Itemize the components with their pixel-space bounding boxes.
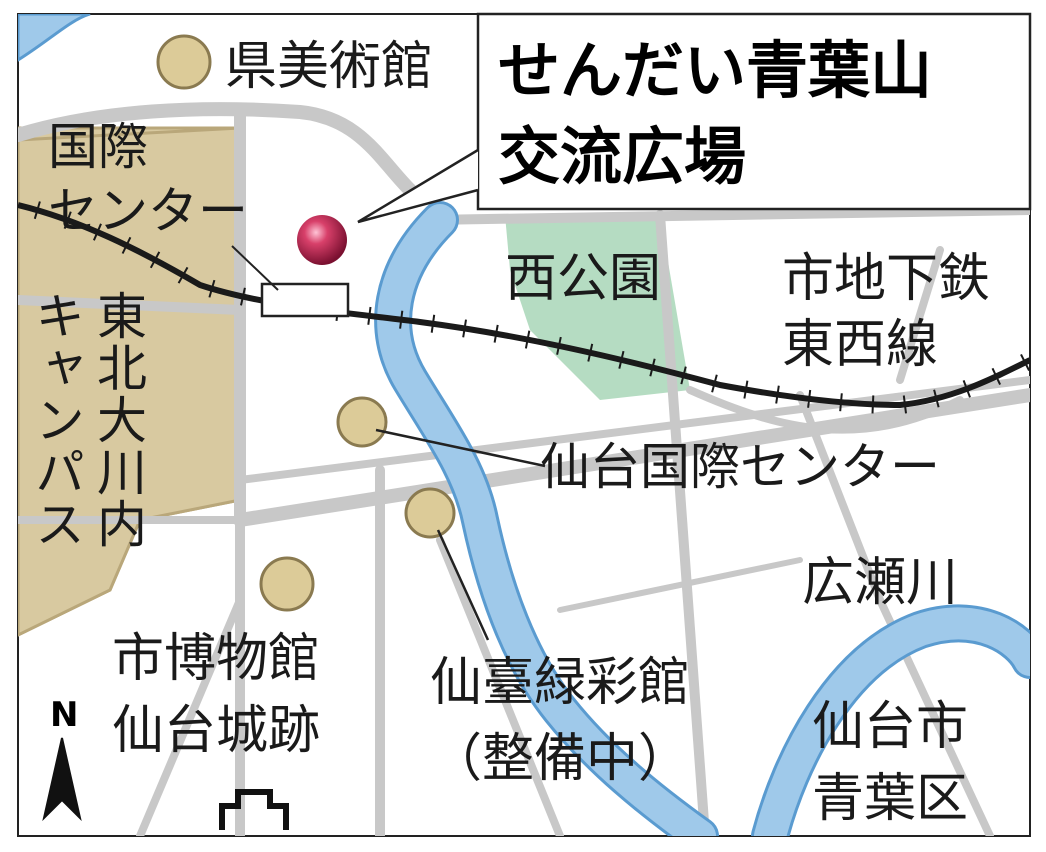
subway-tick: [807, 389, 812, 408]
hirose-river: [377, 204, 716, 836]
subway-label-2: 東西線: [782, 315, 938, 375]
prefectural-museum-marker: [156, 34, 212, 90]
north-arrow-icon: N: [42, 695, 82, 822]
midori-museum-label-2: （整備中）: [430, 729, 690, 789]
subway-tick: [711, 374, 718, 393]
nishi-park-area: [505, 215, 690, 400]
subway-ticks: [33, 201, 1030, 414]
subway-tick: [462, 319, 467, 338]
subway-label-1: 市地下鉄: [782, 249, 990, 309]
prefectural-museum-label: 県美術館: [225, 37, 433, 97]
hirose-river-label: 広瀬川: [802, 553, 958, 613]
intl-center-label: 仙台国際センター: [540, 438, 940, 496]
subway-tick: [177, 266, 189, 284]
tan-circle-marker-group: [156, 34, 456, 612]
kokusai-station-label-1: 国際: [48, 118, 148, 176]
subway-tick: [240, 287, 246, 306]
intl-center-leader: [375, 428, 546, 468]
subway-line: [18, 202, 1030, 409]
city-museum-label-1: 市博物館: [112, 629, 320, 689]
callout-pointer: [357, 148, 479, 224]
kokusai-station-label-2: センター: [48, 182, 248, 240]
subway-tick: [1020, 353, 1030, 371]
subway-tick: [33, 201, 41, 220]
tohoku-univ-label-1: 東北大川内: [89, 290, 147, 550]
red-sphere-marker: [297, 215, 347, 265]
tohoku-univ-label-2: キャンパス: [27, 290, 85, 550]
river-corner: [18, 14, 91, 62]
nishi-park-label: 西公園: [505, 249, 661, 309]
subway-tick: [743, 380, 749, 399]
subway-tick: [933, 389, 940, 408]
subway-tick: [839, 393, 843, 412]
subway-tick: [149, 251, 161, 269]
midori-museum-marker: [404, 487, 456, 539]
subway-tick: [618, 350, 625, 369]
subway-tick: [524, 330, 531, 349]
subway-tick: [587, 343, 594, 362]
station-leader-line: [231, 245, 279, 291]
midori-museum-label-1: 仙臺緑彩館: [430, 653, 690, 713]
road-network: [18, 102, 1030, 836]
subway-tick: [208, 279, 216, 298]
subway-tick: [399, 310, 404, 329]
midori-museum-leader: [436, 529, 490, 641]
ward-label-2: 青葉区: [812, 769, 968, 829]
intl-center-marker: [336, 396, 388, 448]
kokusai-station-box: [260, 282, 350, 318]
subway-tick: [991, 367, 1002, 386]
castle-ruins-icon: [219, 789, 289, 830]
subway-tick: [680, 366, 687, 385]
subway-tick: [775, 385, 780, 404]
subway-tick: [649, 358, 656, 377]
north-arrow-shape: [42, 737, 82, 822]
subway-tick: [493, 324, 499, 343]
north-label: N: [50, 695, 78, 735]
subway-tick: [871, 395, 875, 414]
title-line1: せんだい青葉山: [498, 34, 932, 107]
city-museum-label-2: 仙台城跡: [112, 701, 320, 761]
subway-tick: [430, 314, 436, 333]
subway-tick: [556, 336, 562, 355]
subway-tick: [902, 395, 907, 414]
title-line2: 交流広場: [498, 120, 746, 193]
subway-tick: [121, 236, 132, 254]
subway-tick: [63, 211, 72, 229]
title-box: [476, 12, 1032, 211]
ward-label-1: 仙台市: [812, 697, 968, 757]
subway-tick: [962, 380, 971, 398]
subway-tick: [92, 223, 102, 241]
subway-tick: [367, 306, 372, 325]
hirose-river-east: [754, 607, 1030, 836]
city-museum-marker: [259, 556, 315, 612]
